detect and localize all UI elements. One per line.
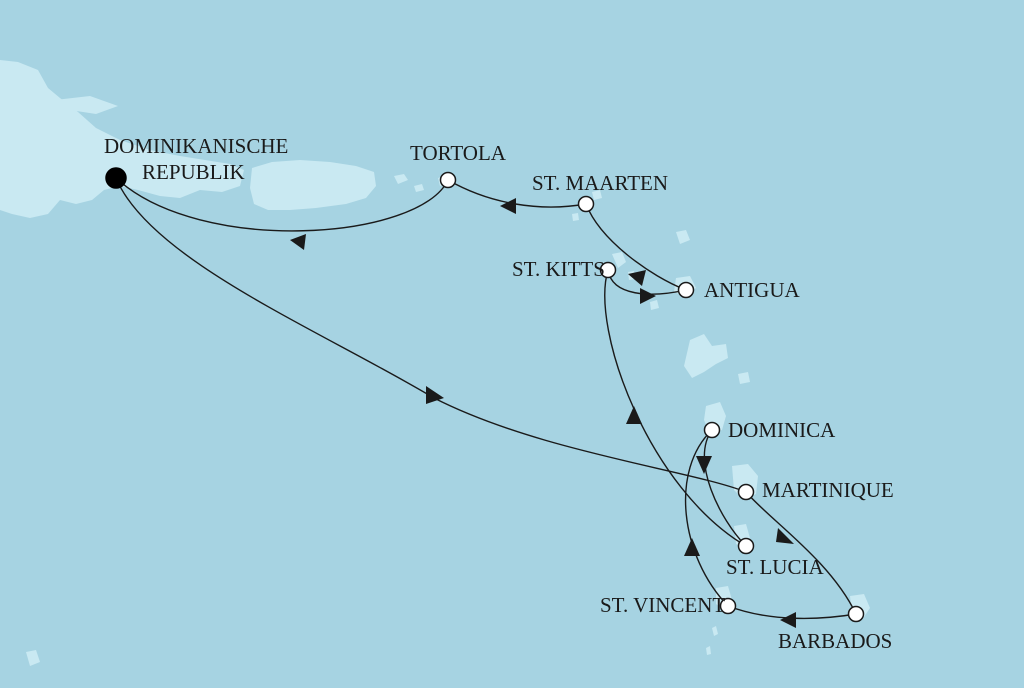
port-marker-st-vincent[interactable] [719, 597, 737, 615]
route-dominica-to-st-lucia [703, 429, 747, 547]
arrow-icon [780, 612, 796, 628]
arrow-icon [696, 456, 712, 474]
label-dominikanische-line1: DOMINIKANISCHE [104, 134, 288, 158]
label-martinique: MARTINIQUE [762, 478, 894, 502]
route-antigua-to-st-maarten [585, 203, 687, 291]
label-st-lucia: ST. LUCIA [726, 555, 824, 579]
arrow-icon [290, 234, 306, 250]
port-marker-st-lucia[interactable] [737, 537, 755, 555]
port-marker-dominica[interactable] [703, 421, 721, 439]
arrow-icon [500, 198, 516, 214]
arrow-icon [628, 270, 646, 286]
label-dominikanische-line2: REPUBLIK [142, 160, 245, 184]
arrow-icon [776, 528, 794, 544]
anguilla-saba [572, 190, 602, 221]
route-tortola-to-dominikanische [115, 177, 449, 232]
route-st-vincent-to-dominica [684, 429, 729, 607]
ports [105, 167, 865, 623]
port-marker-barbados[interactable] [847, 605, 865, 623]
port-labels: DOMINIKANISCHE REPUBLIK TORTOLA ST. MAAR… [104, 134, 894, 653]
montserrat [650, 300, 659, 310]
small-isle-sw [26, 650, 40, 666]
virgin-islands [394, 174, 424, 192]
label-barbados: BARBADOS [778, 629, 892, 653]
port-marker-martinique[interactable] [737, 483, 755, 501]
hispaniola-north-coast [55, 96, 118, 114]
label-tortola: TORTOLA [410, 141, 507, 165]
arrow-icon [626, 406, 642, 424]
guadeloupe [684, 334, 728, 378]
port-marker-st-kitts[interactable] [599, 261, 617, 279]
route-arrows [290, 198, 796, 628]
grenadines [706, 626, 718, 655]
puerto-rico [250, 160, 376, 210]
label-st-kitts: ST. KITTS [512, 257, 605, 281]
arrow-icon [426, 386, 444, 404]
label-st-vincent: ST. VINCENT [600, 593, 725, 617]
label-st-maarten: ST. MAARTEN [532, 171, 668, 195]
port-marker-dominikanische-republik[interactable] [105, 167, 127, 189]
st-kitts-island [612, 252, 636, 280]
arrow-icon [684, 538, 700, 556]
marie-galante [738, 372, 750, 384]
route-martinique-to-barbados [745, 491, 857, 615]
port-marker-st-maarten[interactable] [577, 195, 595, 213]
port-marker-antigua[interactable] [677, 281, 695, 299]
port-marker-tortola[interactable] [439, 171, 457, 189]
label-dominica: DOMINICA [728, 418, 836, 442]
label-antigua: ANTIGUA [704, 278, 800, 302]
barbuda [676, 230, 690, 244]
arrow-icon [640, 288, 656, 304]
